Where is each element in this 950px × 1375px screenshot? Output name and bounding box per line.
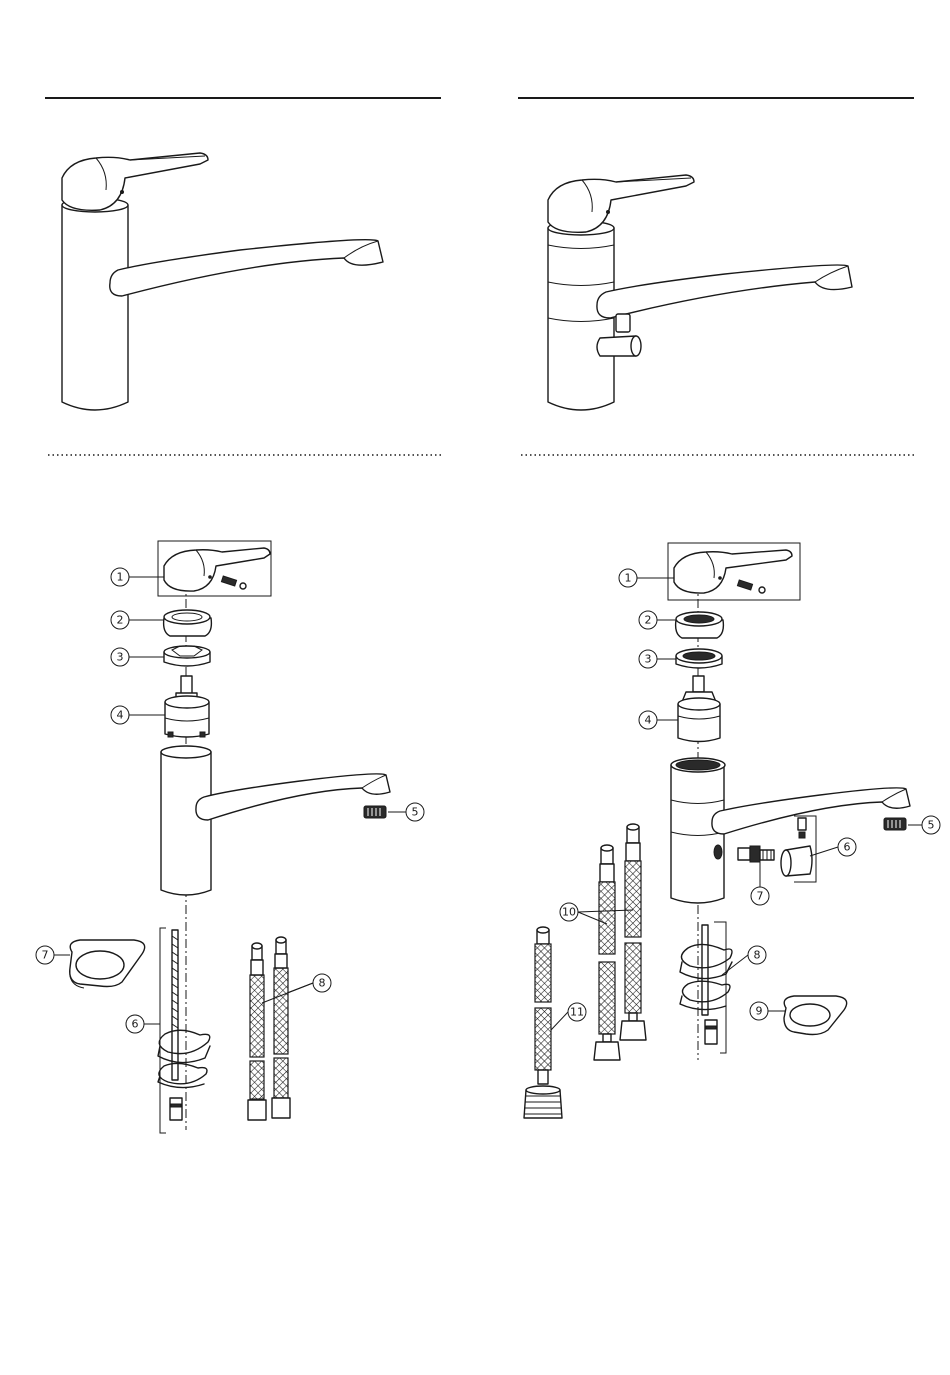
exploded-view-right: 1 2 3 4 5 6 7 8 9 10 11 (524, 543, 940, 1118)
part-2-cap (164, 610, 212, 636)
callout-number: 1 (625, 572, 632, 585)
callout-number: 11 (570, 1006, 584, 1019)
callout-8-left: 8 (313, 974, 331, 992)
callout-number: 3 (117, 651, 124, 664)
part-7-valve-insert (738, 846, 774, 862)
part-11-connector-hose (524, 927, 562, 1118)
faucet-body-right (671, 758, 910, 903)
callout-number: 5 (412, 806, 419, 819)
callout-number: 7 (757, 890, 764, 903)
callout-number: 5 (928, 819, 935, 832)
callout-3-right: 3 (639, 650, 657, 668)
callout-number: 6 (844, 841, 851, 854)
part-6-valve-housing (781, 818, 812, 876)
part-3-nut (164, 646, 210, 666)
callout-number: 2 (117, 614, 124, 627)
callout-6-right: 6 (838, 838, 856, 856)
callout-7-right: 7 (751, 887, 769, 905)
part-4-cartridge (165, 676, 209, 737)
callout-2-left: 2 (111, 611, 129, 629)
callout-5-left: 5 (406, 803, 424, 821)
callout-number: 4 (645, 714, 652, 727)
part-2-cap (676, 612, 724, 638)
part-7-base-plate (70, 940, 145, 988)
callout-8-right: 8 (748, 946, 766, 964)
callout-11-right: 11 (568, 1003, 586, 1021)
part-1-lever (164, 548, 270, 591)
part-9-base-plate (784, 996, 847, 1035)
part-1-lever (674, 550, 792, 593)
callout-number: 6 (132, 1018, 139, 1031)
callout-number: 3 (645, 653, 652, 666)
callout-9-right: 9 (750, 1002, 768, 1020)
callout-1-right: 1 (619, 569, 637, 587)
callout-number: 10 (562, 906, 576, 919)
part-8-hoses (248, 937, 290, 1120)
part-5-aerator (884, 818, 906, 830)
callout-6-left: 6 (126, 1015, 144, 1033)
callout-4-right: 4 (639, 711, 657, 729)
part-5-aerator (364, 806, 386, 818)
part-3-nut (676, 649, 722, 668)
callout-1-left: 1 (111, 568, 129, 586)
callout-3-left: 3 (111, 648, 129, 666)
part-6-bracket (160, 928, 166, 1133)
part-8-mounting-kit (680, 925, 732, 1044)
callout-number: 8 (319, 977, 326, 990)
callout-5-right: 5 (922, 816, 940, 834)
part-4-cartridge (678, 676, 720, 742)
faucet-assembled-left (62, 153, 383, 410)
callout-number: 2 (645, 614, 652, 627)
part-6-mounting-kit (158, 930, 210, 1120)
callout-2-right: 2 (639, 611, 657, 629)
part-10-hoses (594, 824, 646, 1060)
callout-number: 8 (754, 949, 761, 962)
exploded-view-left: 1 2 3 4 5 6 7 8 (36, 541, 424, 1133)
callout-4-left: 4 (111, 706, 129, 724)
faucet-assembled-right (548, 175, 852, 410)
callout-10-right: 10 (560, 903, 578, 921)
lever-screw-hole (120, 190, 124, 194)
callout-number: 7 (42, 949, 49, 962)
callout-7-left: 7 (36, 946, 54, 964)
callout-number: 1 (117, 571, 124, 584)
faucet-body-left (161, 746, 390, 895)
callout-number: 9 (756, 1005, 763, 1018)
callout-number: 4 (117, 709, 124, 722)
